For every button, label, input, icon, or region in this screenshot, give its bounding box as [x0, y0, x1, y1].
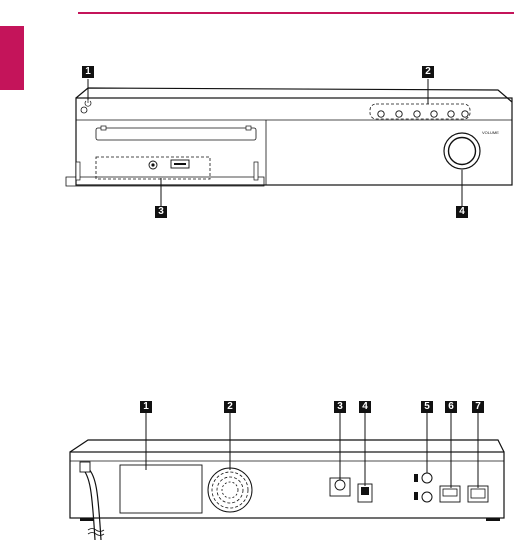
- cooling-fan-outer: [208, 468, 252, 512]
- usb-port-tongue: [174, 163, 186, 165]
- rear-callout-1: 1: [140, 401, 152, 413]
- power-button: [81, 107, 87, 113]
- port-jack-inner: [151, 163, 154, 166]
- front-panel-top-edge: [76, 88, 512, 102]
- lan-port-inner: [471, 489, 485, 498]
- rear-panel-top-edge: [70, 440, 504, 452]
- audio-jack-label-bottom: [414, 492, 418, 500]
- tray-tab-right: [246, 126, 251, 130]
- antenna-port-panel: [330, 478, 350, 496]
- cooling-fan-hub: [222, 482, 238, 498]
- door-hinge-left: [76, 162, 80, 180]
- control-button-4: [431, 111, 437, 117]
- disc-tray-slot: [96, 128, 256, 140]
- control-button-6: [462, 111, 468, 117]
- volume-label: VOLUME: [482, 130, 499, 135]
- control-button-5: [448, 111, 454, 117]
- rear-callout-5: 5: [421, 401, 433, 413]
- rear-connector-4-pin: [361, 487, 369, 495]
- rear-callout-3: 3: [334, 401, 346, 413]
- front-callout-3: 3: [155, 206, 167, 218]
- rear-callout-6: 6: [445, 401, 457, 413]
- volume-knob-outer: [444, 133, 480, 169]
- cooling-fan-grill-inner: [217, 477, 243, 503]
- tray-tab-left: [101, 126, 106, 130]
- control-button-1: [378, 111, 384, 117]
- front-port-panel: [96, 157, 210, 179]
- rear-foot-left: [80, 518, 94, 521]
- power-cord-plug: [80, 462, 90, 472]
- volume-knob-inner: [449, 138, 476, 165]
- antenna-jack: [335, 480, 345, 490]
- front-callout-4: 4: [456, 206, 468, 218]
- cord-break-mark-2: [88, 533, 104, 536]
- rear-panel-body: [70, 452, 504, 518]
- rear-callout-4: 4: [359, 401, 371, 413]
- rear-callout-2: 2: [224, 401, 236, 413]
- front-callout-1: 1: [82, 66, 94, 78]
- door-hinge-right: [254, 162, 258, 180]
- control-buttons-group: [370, 104, 470, 119]
- control-button-2: [396, 111, 402, 117]
- rear-label-panel: [120, 465, 202, 513]
- rear-foot-right: [486, 518, 500, 521]
- audio-jack-label-top: [414, 474, 418, 482]
- rear-callout-7: 7: [472, 401, 484, 413]
- cord-break-mark-1: [88, 529, 104, 532]
- rear-port-6-inner: [443, 489, 457, 496]
- audio-jack-bottom: [422, 492, 432, 502]
- front-callout-2: 2: [422, 66, 434, 78]
- control-button-3: [414, 111, 420, 117]
- audio-jack-top: [422, 473, 432, 483]
